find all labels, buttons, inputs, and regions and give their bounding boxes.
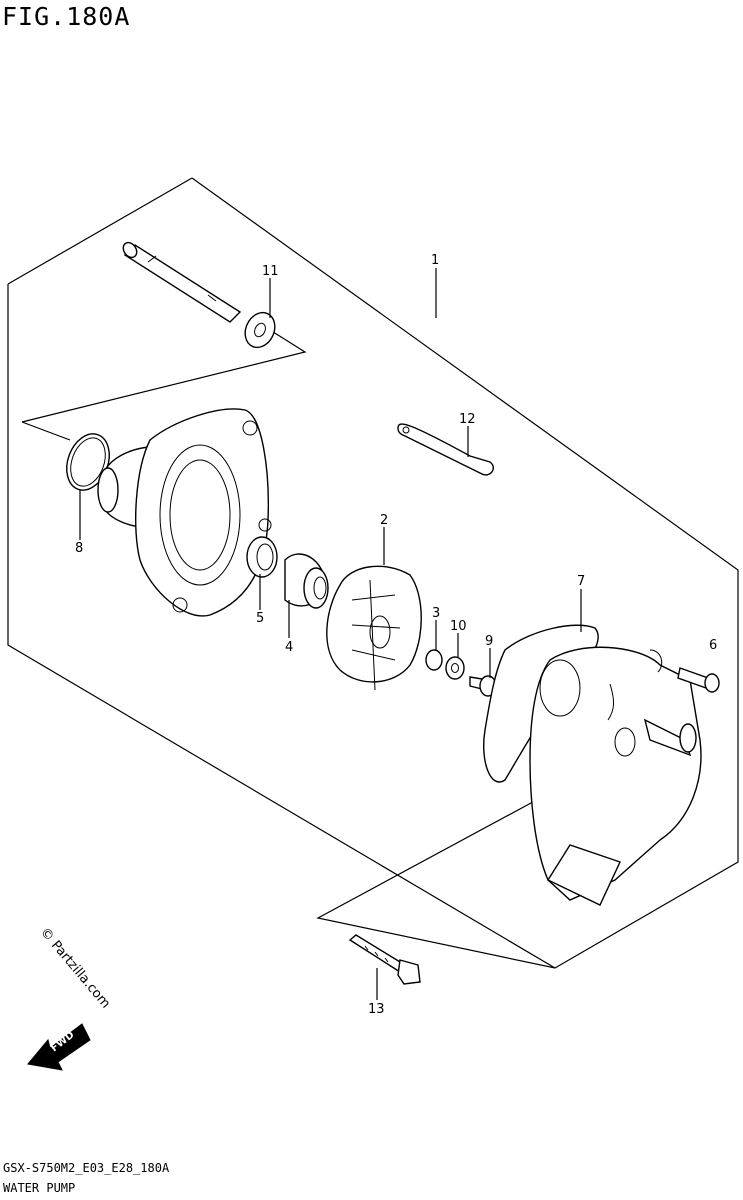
callout-4: 4 xyxy=(285,640,293,655)
callout-6: 6 xyxy=(709,638,717,653)
callout-13: 13 xyxy=(368,1002,385,1017)
washer-part-10 xyxy=(445,656,465,680)
callout-11: 11 xyxy=(262,264,279,279)
impeller-part-2 xyxy=(326,565,422,691)
clamp-part-12 xyxy=(397,423,494,476)
callout-5: 5 xyxy=(256,611,264,626)
assembly-outline xyxy=(7,177,739,969)
oil-seal-part-5 xyxy=(246,536,278,578)
bolt-part-13 xyxy=(348,934,421,985)
washer-part-11 xyxy=(244,311,276,349)
mechanical-seal-part-4 xyxy=(284,553,329,609)
watermark-text: © Partzilla.com xyxy=(37,925,113,1011)
callout-10: 10 xyxy=(450,619,467,634)
bolt-part-6 xyxy=(677,667,720,693)
pump-cover-part xyxy=(97,408,272,617)
callout-8: 8 xyxy=(75,541,83,556)
leader-lines xyxy=(79,268,582,1000)
fwd-arrow-icon: FWD xyxy=(27,1023,91,1071)
callout-9: 9 xyxy=(485,634,493,649)
callout-3: 3 xyxy=(432,606,440,621)
callout-12: 12 xyxy=(459,412,476,427)
pump-body-part xyxy=(529,646,702,906)
callout-1: 1 xyxy=(431,253,439,268)
callout-7: 7 xyxy=(577,574,585,589)
diagram-code: GSX-S750M2_E03_E28_180A xyxy=(3,1161,170,1175)
shaft-part xyxy=(122,241,242,323)
figure-title: FIG.180A xyxy=(2,2,131,31)
washer-part-3 xyxy=(425,649,443,671)
diagram-name: WATER PUMP xyxy=(3,1181,76,1195)
callout-2: 2 xyxy=(380,513,388,528)
